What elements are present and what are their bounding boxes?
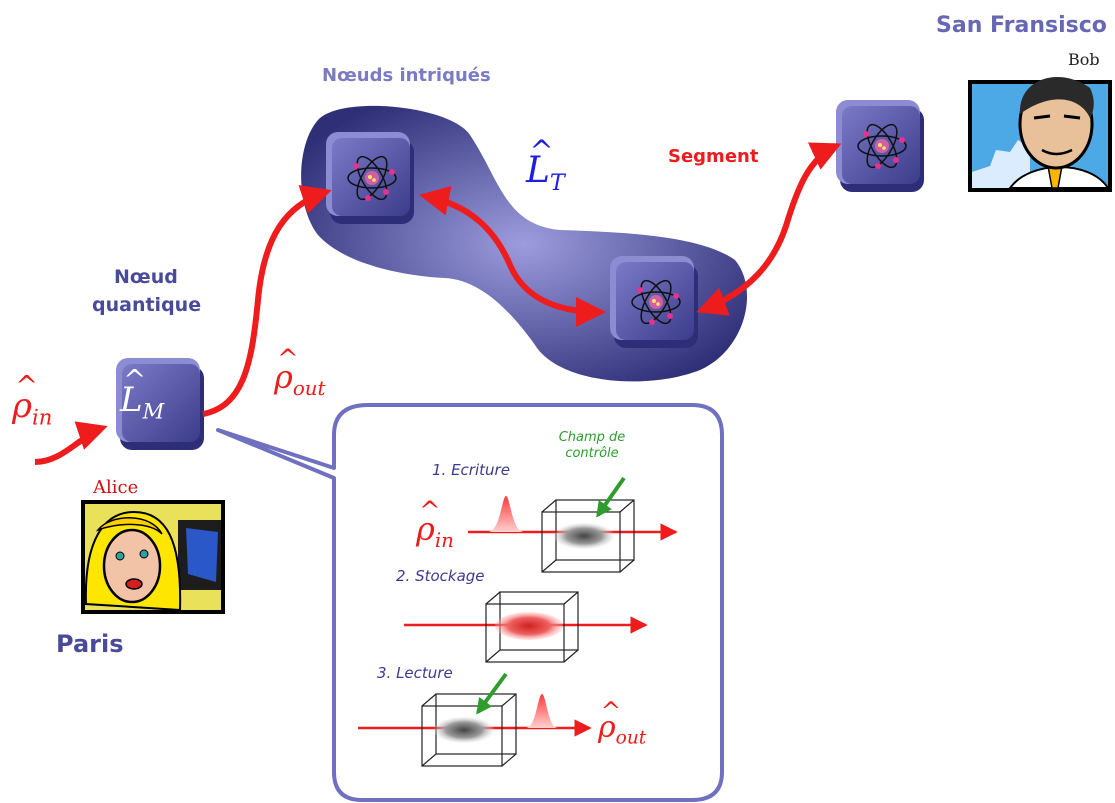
quantum-node-label-line2: quantique <box>92 294 202 316</box>
input-pulse <box>488 496 524 532</box>
alice-label: Alice <box>93 477 139 498</box>
reading-stage <box>358 672 592 767</box>
quantum-node-label-line1: Nœud <box>114 266 178 288</box>
control-field-arrow <box>476 672 508 715</box>
segment-arrow <box>696 142 842 316</box>
storage-stage <box>404 591 648 663</box>
rho-out-bubble-label: ρout <box>598 697 646 749</box>
writing-stage <box>468 476 678 573</box>
step-storage-label: 2. Stockage <box>396 567 485 585</box>
rho-out-label: ρout <box>274 344 326 400</box>
atomic-ensemble <box>434 717 494 743</box>
rho-in-bubble-label: ρin <box>416 496 454 552</box>
control-field-arrow <box>596 476 626 518</box>
atomic-ensemble <box>554 523 614 549</box>
paris-label: Paris <box>56 630 124 658</box>
segment-label: Segment <box>668 146 759 167</box>
alice-to-node-arrow <box>202 185 332 417</box>
bob-node <box>836 100 924 192</box>
output-pulse <box>526 694 558 728</box>
entangled-link-arrow <box>419 186 606 327</box>
rho-in-label: ρin <box>12 371 52 429</box>
bob-portrait <box>968 76 1112 192</box>
atomic-cell-box <box>421 693 517 767</box>
lt-operator-label: LT <box>526 134 565 196</box>
input-arrow <box>34 421 108 465</box>
alice-portrait <box>81 500 225 614</box>
entangled-node-2 <box>610 256 698 348</box>
bob-label: Bob <box>1068 50 1100 69</box>
step-reading-label: 3. Lecture <box>377 664 453 682</box>
entangled-node-1 <box>326 132 414 224</box>
lm-operator-label: LM <box>120 365 164 423</box>
memory-detail-bubble <box>216 403 724 802</box>
entangled-nodes-title: Nœuds intriqués <box>322 65 491 86</box>
excited-ensemble <box>495 612 563 640</box>
atomic-cell-box <box>541 499 635 573</box>
step-writing-label: 1. Ecriture <box>432 461 510 479</box>
san-fransisco-label: San Fransisco <box>936 13 1107 38</box>
